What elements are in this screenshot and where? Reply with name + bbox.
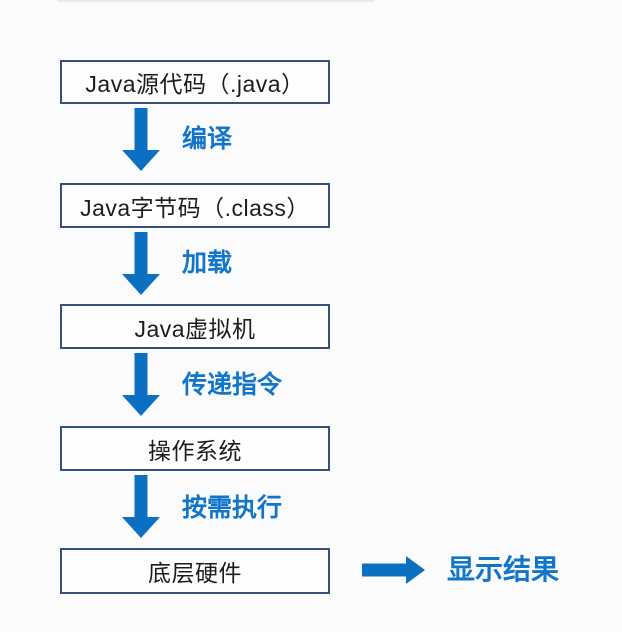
flow-box-java-source: Java源代码（.java） — [60, 60, 330, 104]
down-arrow-icon — [122, 475, 160, 538]
flow-box-java-bytecode: Java字节码（.class） — [60, 183, 330, 228]
step-label-execute-on-demand: 按需执行 — [182, 494, 283, 522]
flow-box-label: Java字节码（.class） — [80, 194, 310, 221]
step-label-compile: 编译 — [182, 125, 233, 153]
step-label-load: 加载 — [182, 249, 233, 277]
flow-box-operating-system: 操作系统 — [60, 426, 330, 471]
down-arrow-icon — [122, 108, 160, 171]
down-arrow-icon — [122, 232, 160, 295]
flow-box-label: Java虚拟机 — [134, 315, 256, 342]
flow-box-label: Java源代码（.java） — [85, 71, 305, 97]
flow-box-label: 操作系统 — [148, 437, 242, 464]
down-arrow-icon — [122, 353, 160, 416]
flow-box-jvm: Java虚拟机 — [60, 304, 330, 349]
flow-box-label: 底层硬件 — [148, 560, 242, 586]
step-label-pass-instructions: 传递指令 — [182, 371, 283, 399]
result-label-display-result: 显示结果 — [447, 554, 560, 585]
right-arrow-icon — [362, 556, 425, 584]
flow-box-hardware: 底层硬件 — [60, 548, 330, 594]
top-divider-line — [57, 0, 374, 2]
